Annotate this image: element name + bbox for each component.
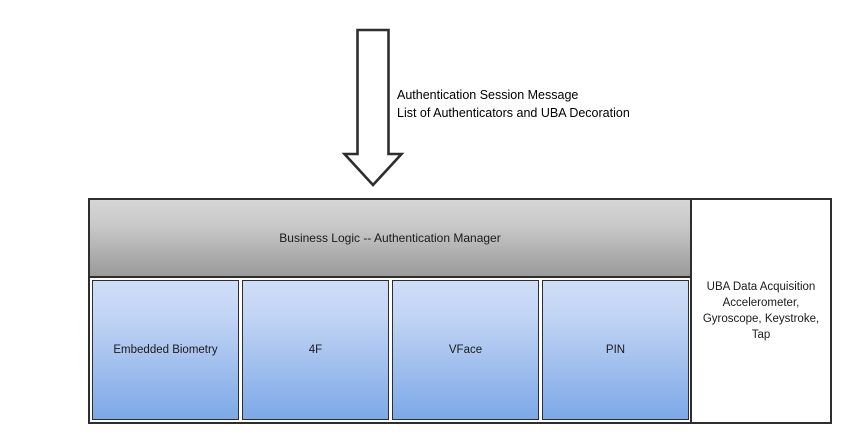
- uba-panel-line-1: UBA Data Acquisition: [706, 281, 816, 293]
- uba-data-acquisition-panel[interactable]: UBA Data Acquisition Accelerometer, Gyro…: [692, 200, 830, 422]
- authenticator-4f[interactable]: 4F: [242, 280, 389, 420]
- uba-panel-line-4: Tap: [751, 329, 771, 341]
- authenticator-label: Embedded Biometry: [113, 344, 218, 356]
- authentication-stack-column: Business Logic -- Authentication Manager…: [90, 200, 692, 422]
- system-container: Business Logic -- Authentication Manager…: [88, 198, 832, 424]
- authenticator-embedded-biometry[interactable]: Embedded Biometry: [92, 280, 239, 420]
- flow-arrow: [338, 24, 408, 192]
- business-logic-authentication-manager-bar[interactable]: Business Logic -- Authentication Manager: [90, 200, 690, 278]
- flow-arrow-label-line-2: List of Authenticators and UBA Decoratio…: [397, 106, 630, 120]
- uba-panel-line-2: Accelerometer,: [722, 297, 800, 309]
- authenticator-label: VFace: [448, 344, 483, 356]
- authenticator-label: PIN: [605, 344, 626, 356]
- down-arrow-icon: [341, 28, 405, 187]
- flow-arrow-label: Authentication Session Message List of A…: [397, 86, 630, 122]
- uba-panel-text: UBA Data Acquisition Accelerometer, Gyro…: [697, 279, 825, 343]
- flow-arrow-label-line-1: Authentication Session Message: [397, 88, 579, 102]
- uba-panel-line-3: Gyroscope, Keystroke,: [702, 313, 820, 325]
- business-logic-label: Business Logic -- Authentication Manager: [279, 231, 501, 245]
- authenticator-pin[interactable]: PIN: [542, 280, 689, 420]
- authenticator-label: 4F: [308, 344, 323, 356]
- authenticator-vface[interactable]: VFace: [392, 280, 539, 420]
- authenticator-row: Embedded Biometry 4F VFace PIN: [90, 278, 690, 422]
